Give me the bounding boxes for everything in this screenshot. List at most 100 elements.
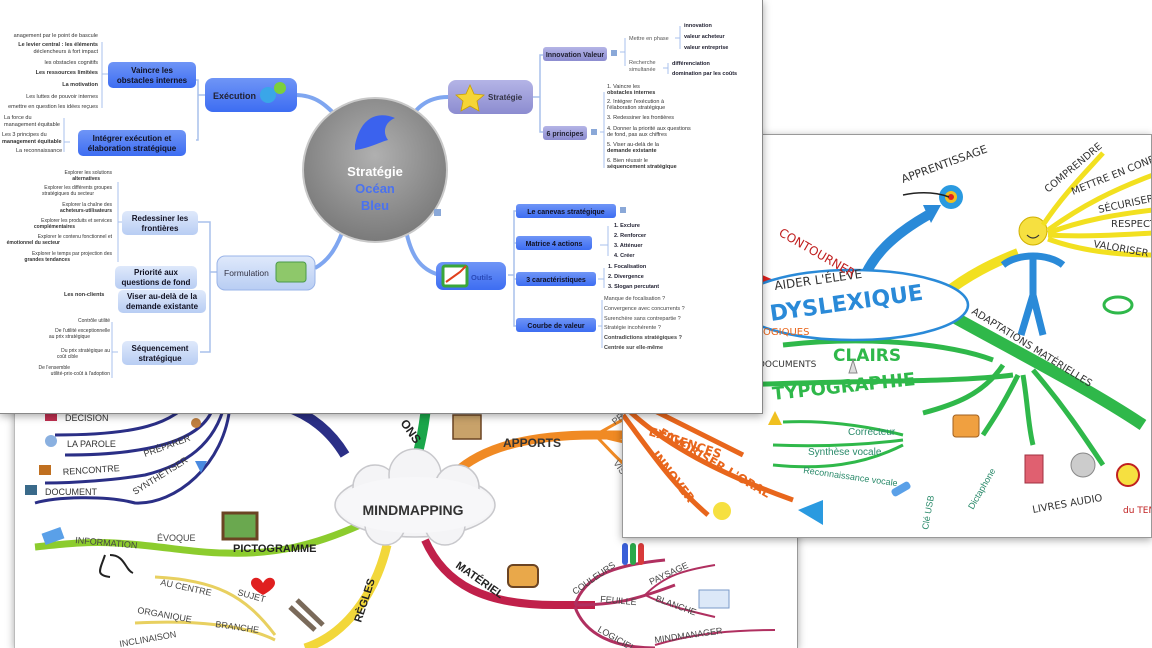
branch-couleurs: [573, 558, 666, 606]
integrer-items: La force du management équitable Les 3 p…: [2, 115, 62, 154]
node-viser[interactable]: [118, 290, 206, 313]
label-blanche: BLANCHE: [654, 593, 697, 617]
label-clairs: CLAIRS: [833, 346, 901, 366]
node-execution[interactable]: [205, 78, 297, 112]
integrer-item: Les 3 principes du: [2, 132, 47, 138]
vaincre-item: emettre en question les idées reçues: [8, 104, 98, 110]
branch-apports: [451, 430, 625, 477]
link-innovation-children: [620, 38, 626, 66]
node-priorite[interactable]: [115, 266, 197, 289]
note-icon: [620, 207, 626, 213]
link-integrer-items: [63, 118, 70, 152]
vaincre-items: anagement par le point de bascule Le lev…: [8, 33, 99, 110]
link-execution-children: [196, 79, 205, 141]
blank-sheet-icon: [698, 589, 730, 609]
label-pictogramme: PICTOGRAMME: [233, 543, 317, 555]
red-pencil-icon: [638, 543, 644, 565]
redessiner-item: Explorer la chaîne des: [62, 202, 112, 208]
node-strategie-label: Stratégie: [488, 93, 523, 102]
label-cle-usb: Clé USB: [920, 495, 936, 531]
caracteristiques-items: 1. Focalisation 2. Divergence 3. Slogan …: [608, 264, 659, 290]
smiley-icon: [1018, 216, 1048, 246]
integrer-item: La force du: [4, 115, 32, 121]
node-courbe[interactable]: [516, 318, 596, 332]
branch-correcteur: [782, 420, 904, 437]
branch-regles-sujet: [154, 575, 277, 636]
label-paysage: PAYSAGE: [648, 560, 690, 587]
node-integrer[interactable]: [78, 130, 186, 156]
node-viser-label2: demande existante: [126, 302, 199, 311]
principe-item: 1. Vaincre les: [607, 84, 640, 90]
integrer-item: La reconnaissance: [16, 148, 62, 154]
integrer-item: management équitable: [2, 139, 62, 145]
megaphone-icon: [798, 500, 823, 525]
label-reconnaissance: Reconnaissance vocale: [803, 465, 899, 488]
link-sequencement-items: [111, 322, 118, 378]
link-caract-items: [598, 268, 605, 288]
node-principes[interactable]: [543, 126, 587, 140]
node-caracteristiques[interactable]: [516, 272, 596, 286]
info-icon: [45, 435, 57, 447]
mettre-label: Mettre en phase: [629, 36, 669, 42]
center-node[interactable]: [302, 97, 448, 243]
matrice-item: 1. Exclure: [614, 223, 640, 229]
recherche-item: différenciation: [672, 61, 711, 67]
branch-reconnaissance: [772, 443, 904, 469]
sequencement-item: au prix stratégique: [49, 334, 90, 340]
courbe-item: Centrée sur elle-même: [604, 345, 663, 351]
principe-item: obstacles internes: [607, 90, 655, 96]
lightbulb-icon: [713, 502, 731, 520]
node-vaincre[interactable]: [108, 62, 196, 88]
link-strategie-children: [533, 54, 543, 133]
note-icon: [591, 129, 597, 135]
principes-items: 1. Vaincre les obstacles internes 2. Int…: [607, 84, 691, 170]
blue-pencil-icon: [622, 543, 628, 565]
redessiner-item: stratégiques du secteur: [42, 191, 94, 197]
redessiner-item: émotionnel du secteur: [7, 240, 60, 246]
node-innovation[interactable]: [543, 47, 607, 61]
sequencement-item: De l'ensemble: [38, 365, 70, 371]
node-sequencement[interactable]: [122, 341, 198, 365]
label-dictaphone: Dictaphone: [966, 467, 997, 511]
ocean-blue-image: Stratégie Océan Bleu Exécution Vaincre l…: [0, 0, 763, 414]
books-icon: [25, 485, 37, 495]
node-canevas[interactable]: [516, 204, 616, 218]
sequencement-item: Contrôle utilité: [78, 318, 110, 324]
label-respecter: RESPECTER: [1111, 219, 1152, 230]
vaincre-item: La motivation: [62, 82, 98, 88]
caract-item: 1. Focalisation: [608, 264, 647, 270]
mettre-item: valeur entreprise: [684, 45, 728, 51]
label-feuille: FEUILLE: [600, 594, 637, 607]
label-livres-audio: LIVRES AUDIO: [1032, 493, 1104, 516]
label-pedagogiques: OGIQUES: [763, 327, 809, 338]
briefcase-icon: [507, 564, 539, 588]
label-logiciel: LOGICIEL: [596, 624, 637, 648]
redessiner-item: Explorer les produits et services: [41, 218, 112, 224]
link-principes-items: [600, 92, 605, 168]
label-decision: DÉCISION: [65, 413, 109, 423]
laurel-icon: [1102, 295, 1134, 315]
node-matrice[interactable]: [516, 236, 592, 250]
branch-feuille: [574, 583, 676, 607]
cloud-dyslexique: [736, 268, 970, 342]
courbe-items: Manque de focalisation ? Convergence ave…: [604, 296, 685, 351]
cd-icon: [1070, 452, 1096, 478]
sequencement-item: utilité-prix-coût à l'adoption: [51, 371, 111, 377]
center-line1: Stratégie: [347, 164, 403, 179]
node-courbe-label: Courbe de valeur: [527, 323, 584, 330]
link-redessiner-items: [117, 182, 122, 262]
principe-item: demande existante: [607, 148, 657, 154]
redessiner-item: Explorer les différents groupes: [44, 185, 112, 191]
redessiner-item: complémentaires: [34, 224, 75, 230]
picture-frame-icon: [221, 511, 259, 541]
map-icon: [275, 261, 307, 283]
principe-item: 4. Donner la priorité aux questions: [607, 126, 691, 132]
node-execution-label: Exécution: [213, 91, 256, 101]
redessiner-item: Explorer les solutions: [64, 170, 112, 176]
arrow-head-blue: [923, 205, 941, 223]
keys-icon: [288, 598, 325, 632]
courbe-item: Stratégie incohérente ?: [604, 325, 661, 331]
mettre-items: innovation valeur acheteur valeur entrep…: [684, 23, 728, 51]
node-redessiner[interactable]: [122, 211, 198, 235]
